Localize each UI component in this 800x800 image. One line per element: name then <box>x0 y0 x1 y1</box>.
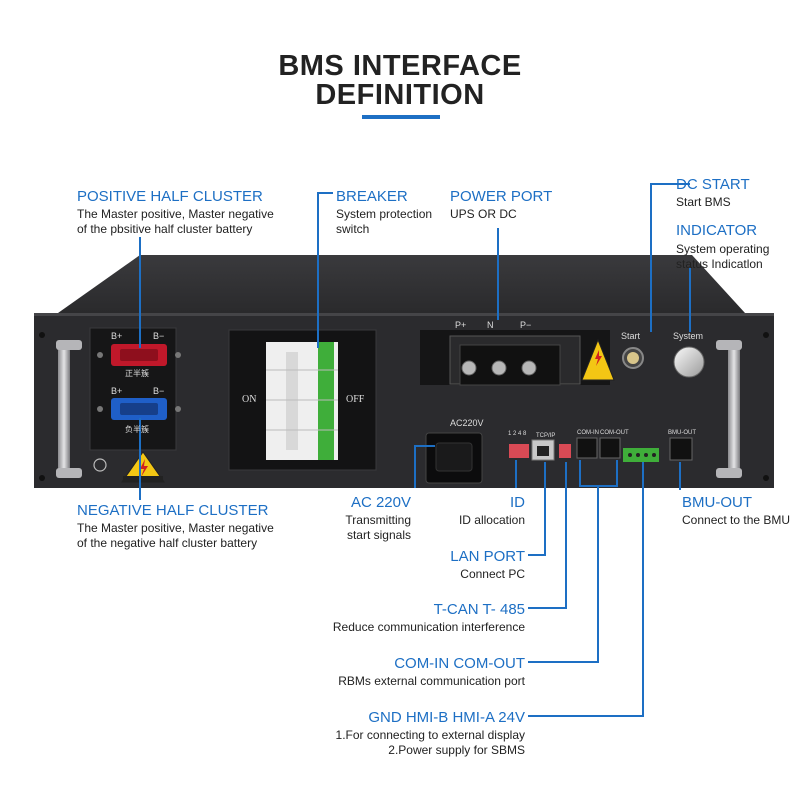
breaker-green-strip <box>318 342 334 460</box>
rack-hole <box>763 475 769 481</box>
tcan-dip-switch <box>559 444 571 458</box>
indicator-desc-2: status Indicatlon <box>676 257 763 271</box>
callout-com <box>528 460 599 663</box>
screw <box>175 352 181 358</box>
b-plus-2: B+ <box>111 386 123 396</box>
screw <box>175 406 181 412</box>
screw <box>97 406 103 412</box>
positive-title: POSITIVE HALF CLUSTER <box>77 188 263 205</box>
positive-connector-inner <box>120 349 158 361</box>
chassis-top <box>58 255 745 313</box>
gnd-desc-2: 2.Power supply for SBMS <box>388 743 525 757</box>
rack-hole <box>39 475 45 481</box>
id-desc: ID allocation <box>458 513 525 527</box>
negative-desc-1: The Master positive, Master negative <box>77 521 274 535</box>
callout-lan <box>528 462 546 556</box>
b-plus-1: B+ <box>111 331 123 341</box>
positive-desc-1: The Master positive, Master negative <box>77 207 274 221</box>
callout-dcstart <box>650 183 690 332</box>
n-label: N <box>487 320 494 330</box>
negative-desc-2: of the negative half cluster battery <box>77 536 258 550</box>
b-minus-2: B− <box>153 386 165 396</box>
com-title: COM-IN COM-OUT <box>394 655 525 672</box>
bmu-title: BMU-OUT <box>682 494 752 511</box>
ac220-desc-2: start signals <box>346 528 411 542</box>
id-dip-switch <box>509 444 529 458</box>
indicator-desc-1: System operating <box>676 242 770 256</box>
power-port-title: POWER PORT <box>450 188 553 205</box>
callout-breaker <box>317 192 333 348</box>
power-port-desc: UPS OR DC <box>450 207 517 221</box>
right-handle <box>728 345 740 473</box>
breaker-off-label: OFF <box>346 394 365 405</box>
right-handle-mount-top <box>716 340 742 350</box>
gnd-desc-1: 1.For connecting to external display <box>335 728 525 742</box>
breaker-on-label: ON <box>242 394 257 405</box>
terminal-screw <box>491 360 507 376</box>
terminal-screw <box>461 360 477 376</box>
rack-hole <box>39 332 45 338</box>
bmu-desc: Connect to the BMU <box>682 513 791 527</box>
callout-tcan <box>528 462 567 609</box>
terminal-screw <box>521 360 537 376</box>
lan-desc: Connect PC <box>460 567 525 581</box>
page-title-line-2: DEFINITION <box>315 79 485 111</box>
id-title: ID <box>510 494 525 511</box>
ac220v-label: AC220V <box>450 418 484 428</box>
breaker-title: BREAKER <box>336 188 408 205</box>
breaker-desc-1: System protection <box>336 207 433 221</box>
gnd-terminal <box>623 448 659 462</box>
p-minus-label: P− <box>520 320 532 330</box>
ground-icon <box>93 458 107 472</box>
rack-hole <box>763 332 769 338</box>
system-indicator <box>673 346 705 378</box>
front-edge <box>34 313 774 316</box>
negative-connector-inner <box>120 403 158 415</box>
callout-com-out <box>598 460 618 487</box>
start-label: Start <box>621 331 641 341</box>
negative-title: NEGATIVE HALF CLUSTER <box>77 502 269 519</box>
comin-label: COM-IN <box>577 430 599 436</box>
title-underline <box>362 115 440 119</box>
p-plus-label: P+ <box>455 320 467 330</box>
left-handle <box>58 345 70 473</box>
dc-start-title: DC START <box>676 176 750 193</box>
left-handle-mount-top <box>56 340 82 350</box>
bmuout-label: BMU-OUT <box>668 430 696 436</box>
callout-gnd <box>528 462 644 717</box>
right-handle-mount-bottom <box>716 468 742 478</box>
callout-lines <box>139 183 691 717</box>
gnd-title: GND HMI-B HMI-A 24V <box>368 709 525 726</box>
lan-title: LAN PORT <box>450 548 525 565</box>
ac220-desc-1: Transmitting <box>345 513 411 527</box>
bmu-out-port <box>669 437 693 461</box>
ac220-title: AC 220V <box>350 494 411 511</box>
terminal-cover <box>459 344 561 386</box>
com-in-port <box>576 437 598 459</box>
positive-desc-2: of the pbsitive half cluster battery <box>77 222 253 236</box>
dc-start-desc: Start BMS <box>676 195 731 209</box>
negative-cn-label: 负半簇 <box>125 425 149 434</box>
system-label: System <box>673 331 704 341</box>
id-nums-label: 1 2 4 8 <box>508 431 527 437</box>
callout-ac220 <box>414 445 435 488</box>
indicator-title: INDICATOR <box>676 222 758 239</box>
breaker-desc-2: switch <box>336 222 370 236</box>
tcan-desc: Reduce communication interference <box>332 620 525 634</box>
com-desc: RBMs external communication port <box>338 674 525 688</box>
b-minus-1: B− <box>153 331 165 341</box>
com-out-port <box>599 437 621 459</box>
positive-cn-label: 正半簇 <box>125 369 149 378</box>
tcpip-label: TCP/IP <box>536 433 556 439</box>
page-title-line-1: BMS INTERFACE <box>278 50 522 82</box>
comout-label: COM-OUT <box>600 430 629 436</box>
left-handle-mount-bottom <box>56 468 82 478</box>
screw <box>97 352 103 358</box>
tcan-title: T-CAN T- 485 <box>433 601 525 618</box>
